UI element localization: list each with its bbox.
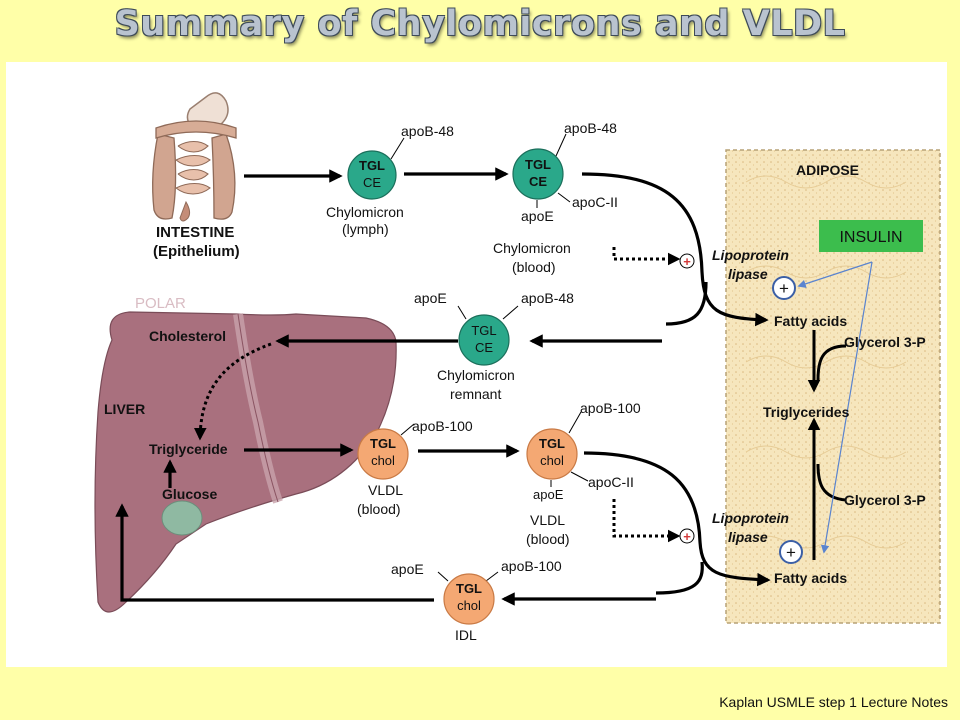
idl-particle: TGL chol apoE apoB-100 IDL (391, 558, 562, 643)
dotted-arrows (193, 247, 681, 543)
svg-text:CE: CE (475, 340, 493, 355)
insulin-box: INSULIN (819, 220, 923, 252)
svg-text:chol: chol (371, 453, 395, 468)
lipase-label-top-2: lipase (728, 266, 768, 282)
svg-text:chol: chol (540, 453, 564, 468)
svg-text:apoE: apoE (414, 290, 447, 306)
insulin-plus-bottom: + (779, 540, 803, 564)
svg-text:TGL: TGL (359, 158, 385, 173)
svg-text:TGL: TGL (370, 436, 396, 451)
svg-text:chol: chol (457, 598, 481, 613)
chylomicron-lymph: TGL CE apoB-48 Chylomicron (lymph) (326, 123, 454, 237)
fatty-acids-bottom: Fatty acids (774, 570, 847, 586)
intestine-label: INTESTINE (156, 224, 234, 241)
svg-text:CE: CE (363, 175, 381, 190)
glycerol-3p-bottom: Glycerol 3-P (844, 492, 926, 508)
insulin-arrows (797, 261, 873, 554)
chylomicron-blood: TGL CE apoB-48 apoE apoC-II Chylomicron … (493, 120, 618, 275)
svg-text:TGL: TGL (539, 436, 565, 451)
svg-text:CE: CE (529, 174, 547, 189)
svg-text:TGL: TGL (456, 581, 482, 596)
lipase-label-bottom-1: Lipoprotein (712, 510, 789, 526)
svg-text:IDL: IDL (455, 627, 477, 643)
lipase-label-bottom-2: lipase (728, 529, 768, 545)
triglycerides-adipose: Triglycerides (763, 404, 850, 420)
svg-text:(blood): (blood) (526, 531, 570, 547)
svg-text:apoE: apoE (391, 561, 424, 577)
pathway-arrows (115, 167, 771, 606)
svg-text:apoE: apoE (521, 208, 554, 224)
vldl-blood: TGL chol apoB-100 apoE apoC-II VLDL (blo… (526, 400, 641, 547)
svg-text:Chylomicron: Chylomicron (326, 204, 404, 220)
svg-text:apoB-100: apoB-100 (501, 558, 562, 574)
svg-text:Chylomicron: Chylomicron (493, 240, 571, 256)
cholesterol-label: Cholesterol (149, 328, 226, 344)
liver-label: LIVER (104, 401, 145, 417)
svg-text:apoC-II: apoC-II (588, 474, 634, 490)
svg-text:(blood): (blood) (512, 259, 556, 275)
svg-text:VLDL: VLDL (530, 512, 565, 528)
lipase-label-top-1: Lipoprotein (712, 247, 789, 263)
svg-text:+: + (683, 529, 691, 544)
glucose-label: Glucose (162, 486, 217, 502)
fatty-acids-top: Fatty acids (774, 313, 847, 329)
adipose-arrows (807, 330, 847, 560)
svg-text:apoB-48: apoB-48 (521, 290, 574, 306)
source-caption: Kaplan USMLE step 1 Lecture Notes (719, 694, 948, 710)
svg-text:apoE: apoE (533, 487, 564, 502)
vldl-nascent: TGL chol apoB-100 VLDL (blood) (357, 418, 473, 517)
intestine-sublabel: (Epithelium) (153, 243, 240, 260)
svg-text:TGL: TGL (525, 157, 551, 172)
chylomicron-remnant: TGL CE apoE apoB-48 Chylomicron remnant (414, 290, 574, 402)
svg-text:(lymph): (lymph) (342, 221, 389, 237)
activation-plus-bottom: + (679, 528, 695, 544)
glycerol-3p-top: Glycerol 3-P (844, 334, 926, 350)
intestine-icon (152, 92, 237, 222)
svg-text:remnant: remnant (450, 386, 501, 402)
svg-text:Chylomicron: Chylomicron (437, 367, 515, 383)
insulin-label: INSULIN (839, 229, 902, 246)
svg-text:apoB-100: apoB-100 (412, 418, 473, 434)
svg-text:VLDL: VLDL (368, 482, 403, 498)
lipoprotein-pathway-diagram: ADIPOSE INTESTINE (Epithelium) POLAR Cho… (94, 92, 941, 643)
insulin-plus-top: + (772, 276, 796, 300)
svg-text:apoC-II: apoC-II (572, 194, 618, 210)
slide-title: Summary of Chylomicrons and VLDL (114, 4, 846, 44)
activation-plus-top: + (679, 253, 695, 269)
diagram-figure: ADIPOSE INTESTINE (Epithelium) POLAR Cho… (6, 62, 947, 667)
svg-text:TGL: TGL (471, 323, 496, 338)
svg-text:apoB-100: apoB-100 (580, 400, 641, 416)
svg-text:apoB-48: apoB-48 (401, 123, 454, 139)
adipose-label: ADIPOSE (796, 162, 859, 178)
liver-shape: POLAR (94, 295, 397, 613)
svg-text:+: + (786, 543, 796, 562)
svg-text:apoB-48: apoB-48 (564, 120, 617, 136)
triglyceride-label: Triglyceride (149, 441, 228, 457)
svg-text:(blood): (blood) (357, 501, 401, 517)
polar-watermark: POLAR (135, 295, 186, 312)
svg-text:+: + (779, 279, 789, 298)
svg-text:+: + (683, 254, 691, 269)
